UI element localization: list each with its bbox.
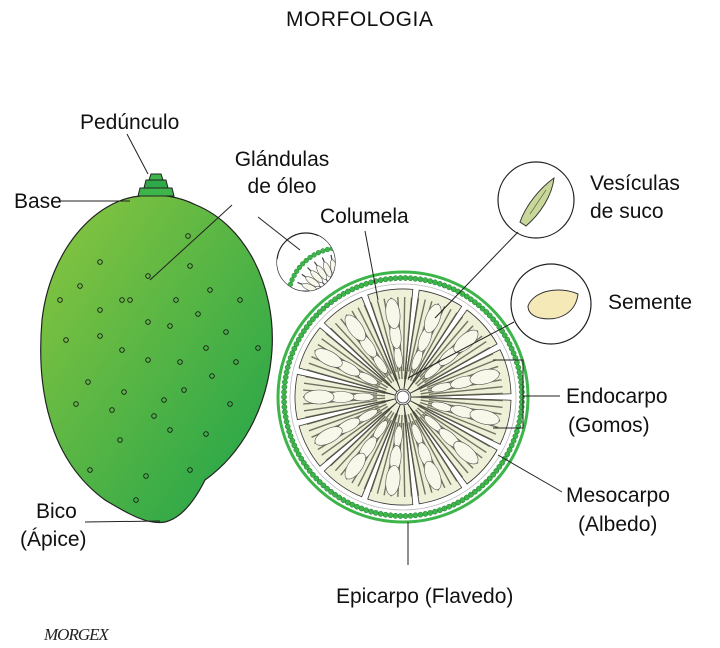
label-tip-line1: Bico	[36, 500, 77, 524]
label-oil-glands-line2: de óleo	[222, 175, 342, 199]
artist-signature: MORGEX	[43, 625, 109, 643]
page-title: MORFOLOGIA	[286, 8, 433, 32]
label-columella: Columela	[320, 205, 409, 229]
juice-vesicle-magnifier	[498, 162, 574, 238]
label-mesocarp-line2: (Albedo)	[578, 513, 657, 537]
label-tip-line2: (Ápice)	[20, 528, 87, 552]
lemon-peel	[41, 195, 273, 523]
label-juice-vesicles-line2: de suco	[590, 200, 664, 224]
label-endocarp-line2: (Gomos)	[568, 414, 650, 438]
label-base: Base	[14, 190, 62, 214]
peduncle-stem	[138, 174, 174, 196]
label-endocarp-line1: Endocarpo	[566, 385, 668, 409]
whole-lemon	[41, 174, 273, 523]
label-oil-glands-line1: Glándulas	[222, 148, 342, 172]
label-mesocarp-line1: Mesocarpo	[566, 484, 670, 508]
lemon-cross-section	[278, 272, 528, 522]
label-peduncle: Pedúnculo	[80, 111, 179, 135]
seed-magnifier	[511, 264, 591, 344]
label-juice-vesicles-line1: Vesículas	[590, 172, 680, 196]
svg-text:MORGEX: MORGEX	[43, 625, 109, 643]
label-seed: Semente	[608, 291, 692, 315]
label-epicarp: Epicarpo (Flavedo)	[336, 585, 513, 609]
columella-core	[397, 391, 409, 403]
